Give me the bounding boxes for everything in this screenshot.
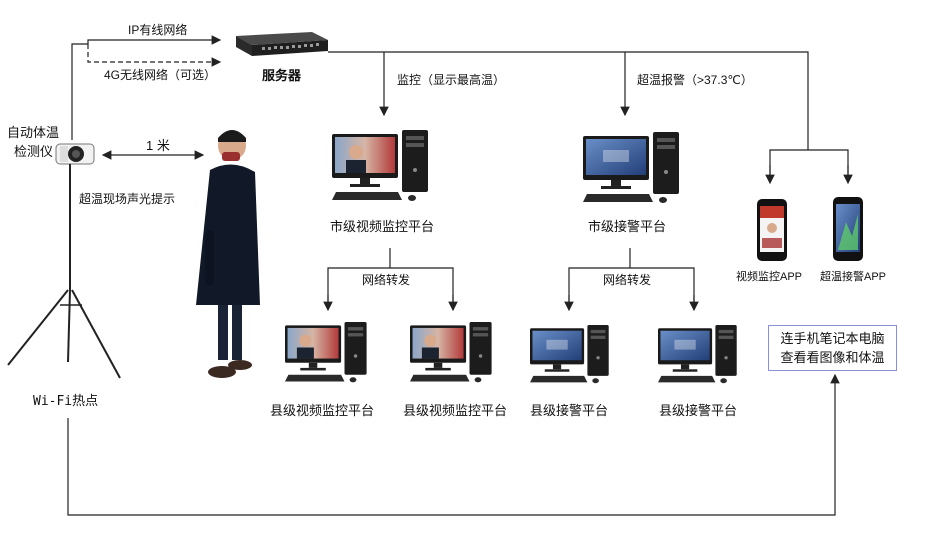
video-app-label: 视频监控APP [736, 271, 803, 283]
tripod-icon [7, 164, 121, 379]
forward-left-label: 网络转发 [362, 273, 411, 287]
county-video-platform-1-label: 县级视频监控平台 [270, 403, 375, 418]
note-line2: 查看看图像和体温 [780, 350, 885, 365]
monitor-label: 监控（显示最高温） [397, 73, 506, 87]
viewing-note-box: 连手机笔记本电脑 查看看图像和体温 [768, 325, 897, 371]
city-alarm-computer-icon [583, 132, 679, 203]
county-alarm-computer-2-icon [658, 325, 737, 384]
4g-wireless-label: 4G无线网络（可选） [104, 68, 217, 82]
forward-right-branch [568, 267, 695, 305]
server-icon [236, 32, 328, 56]
4g-wireless-line [87, 44, 222, 67]
forward-right-label: 网络转发 [603, 273, 652, 287]
note-line1: 连手机笔记本电脑 [780, 331, 885, 346]
device-name-line2: 检测仪 [14, 144, 54, 159]
county-alarm-platform-1-label: 县级接警平台 [530, 403, 609, 418]
wifi-loop [67, 373, 840, 516]
video-app-phone-icon [757, 199, 787, 261]
county-alarm-platform-2-label: 县级接警平台 [659, 403, 738, 418]
county-video-computer-1-icon [285, 322, 367, 383]
city-video-platform-label: 市级视频监控平台 [330, 219, 435, 234]
alarm-app-label: 超温接警APP [820, 271, 887, 283]
thermal-camera-icon [55, 143, 95, 165]
ip-wired-line [71, 35, 222, 140]
server-bus [328, 51, 809, 150]
alarm-label: 超温报警（>37.3℃） [637, 73, 753, 87]
alarm-app-phone-icon [833, 197, 863, 261]
connectors [67, 35, 853, 516]
city-video-computer-icon [332, 130, 428, 201]
county-video-computer-2-icon [410, 322, 492, 383]
apps-branch [769, 149, 849, 178]
distance-label: 1 米 [146, 138, 170, 153]
server-label: 服务器 [262, 68, 302, 83]
person-figure [196, 130, 260, 378]
county-video-platform-2-label: 县级视频监控平台 [403, 403, 508, 418]
device-name-line1: 自动体温 [7, 125, 60, 140]
city-alarm-platform-label: 市级接警平台 [588, 219, 667, 234]
sound-light-label: 超温现场声光提示 [79, 192, 176, 206]
computers [285, 130, 737, 384]
county-alarm-computer-1-icon [530, 325, 609, 384]
wifi-hotspot-label: Wi-Fi热点 [33, 394, 99, 409]
ip-wired-label: IP有线网络 [128, 23, 188, 37]
